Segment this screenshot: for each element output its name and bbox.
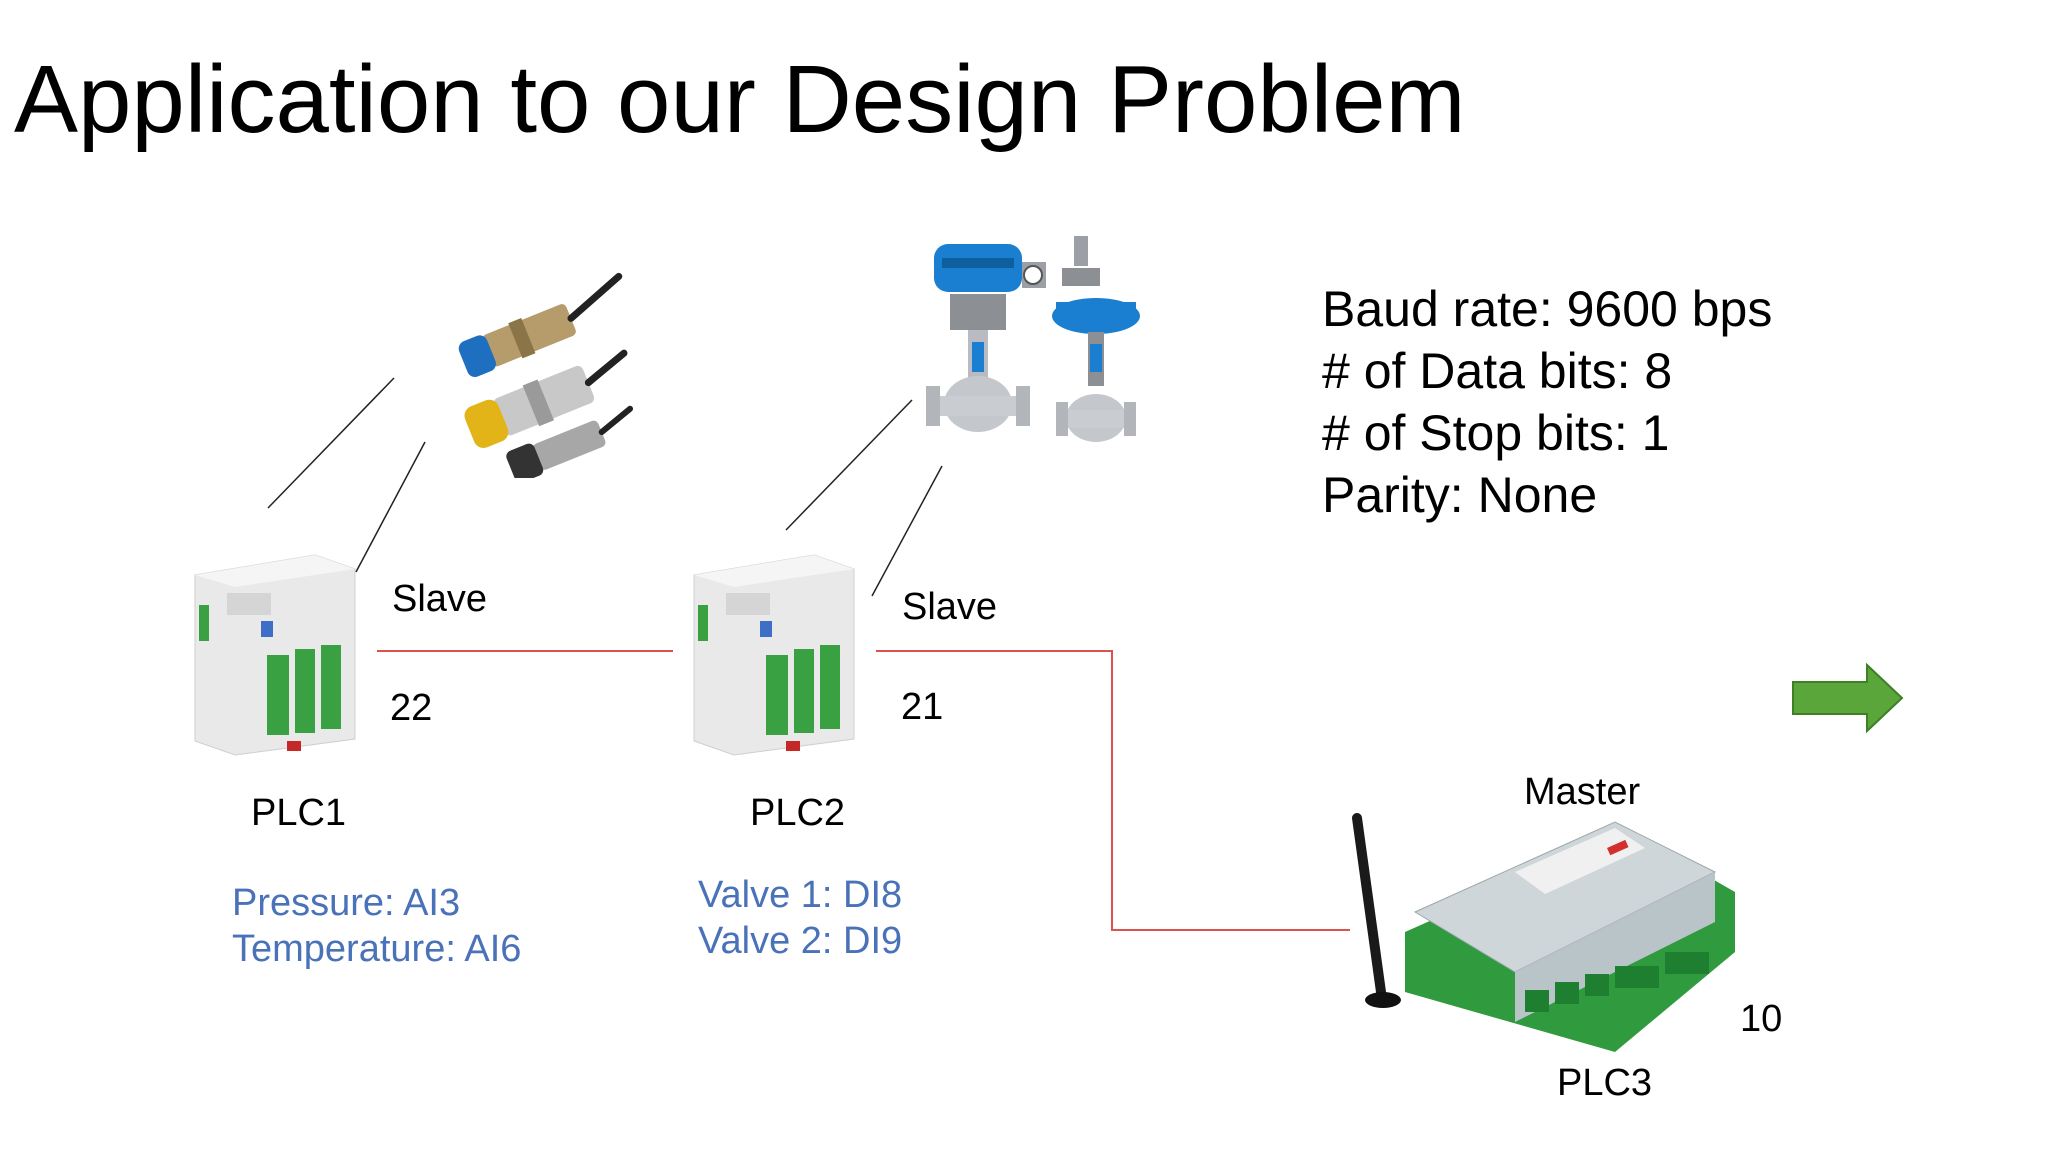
plc3-address-label: 10 [1740, 998, 1783, 1040]
plc3-image [1352, 813, 1735, 1052]
plc1-io-list: Pressure: AI3 Temperature: AI6 [232, 880, 521, 972]
plc2-name-label: PLC2 [750, 792, 846, 834]
valve-link-line [871, 465, 943, 597]
plc2-io-list: Valve 1: DI8 Valve 2: DI9 [698, 872, 902, 964]
plc1-image [194, 554, 356, 756]
sensor-link-line [267, 377, 395, 509]
io-mapping-item: Temperature: AI6 [232, 928, 522, 970]
bus-line-plc2-plc3 [876, 650, 1350, 931]
io-mapping-item: Valve 1: DI8 [698, 874, 903, 916]
plc1-role-label: Slave [392, 578, 488, 620]
plc3-role-label: Master [1524, 771, 1641, 813]
sensors-image [458, 272, 634, 478]
io-mapping-item: Valve 2: DI9 [698, 920, 903, 962]
plc3-name-label: PLC3 [1557, 1062, 1653, 1104]
control-valves-image [926, 236, 1140, 442]
parity-text: Parity: None [1322, 467, 1598, 523]
valve-link-line [785, 399, 913, 531]
plc1-address-label: 22 [390, 687, 433, 729]
serial-parameters: Baud rate: 9600 bps # of Data bits: 8 # … [1322, 278, 1772, 526]
io-mapping-item: Pressure: AI3 [232, 882, 461, 924]
sensor-link-line [355, 441, 426, 573]
plc2-role-label: Slave [902, 586, 998, 628]
stop-bits-text: # of Stop bits: 1 [1322, 405, 1670, 461]
plc2-address-label: 21 [901, 686, 944, 728]
next-arrow-icon[interactable] [1790, 662, 1905, 734]
plc1-name-label: PLC1 [251, 792, 347, 834]
slide-title: Application to our Design Problem [14, 46, 1466, 153]
baud-rate-text: Baud rate: 9600 bps [1322, 281, 1773, 337]
data-bits-text: # of Data bits: 8 [1322, 343, 1673, 399]
plc2-image [693, 554, 855, 756]
